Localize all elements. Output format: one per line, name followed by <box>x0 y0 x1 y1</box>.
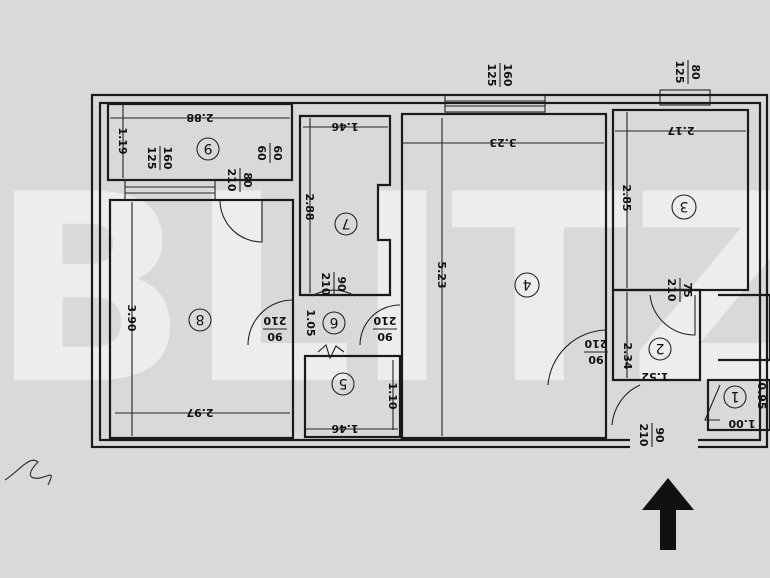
outer-walls <box>90 93 769 449</box>
room-numbers: 9 8 7 6 5 4 3 2 1 <box>188 137 747 409</box>
entrance-door-width: 90 <box>653 427 666 443</box>
dim-r5-width: 1.46 <box>331 422 358 435</box>
door-5-arc <box>359 304 401 346</box>
door-7-height: 210 <box>319 273 332 296</box>
dim-r1-width: 1.00 <box>728 417 755 430</box>
door-leaf <box>317 344 345 360</box>
window-4-width: 160 <box>501 64 514 87</box>
dimension-lines <box>110 104 746 436</box>
door-4-height: 210 <box>584 337 607 350</box>
window-9-height: 125 <box>145 147 158 170</box>
entrance-door-arc <box>611 384 641 426</box>
dim-r3-depth: 2.85 <box>620 184 633 211</box>
room-number-8: 8 <box>196 311 205 327</box>
door-9-height: 210 <box>225 169 238 192</box>
room-number-2: 2 <box>656 340 665 356</box>
door-5-width: 90 <box>377 330 393 343</box>
room-number-4: 4 <box>522 276 531 292</box>
room-number-5: 5 <box>339 375 348 391</box>
dim-r7-width: 1.46 <box>331 120 358 133</box>
door-8-width: 90 <box>267 330 283 343</box>
room-5 <box>303 354 402 439</box>
door-7-width: 90 <box>335 276 348 292</box>
room-8 <box>108 198 295 440</box>
door-5-height: 210 <box>373 314 396 327</box>
entrance-arrow-icon <box>642 478 694 550</box>
door-4-width: 90 <box>588 353 604 366</box>
window-3-height: 125 <box>673 61 686 84</box>
dim-r4-depth: 5.23 <box>435 261 448 288</box>
window-9b-height: 60 <box>255 145 268 161</box>
room-4 <box>400 112 608 440</box>
room-7 <box>298 114 392 297</box>
dimension-labels: 2.88 1.19 3.90 2.97 1.46 2.88 1.05 1.46 … <box>116 111 768 435</box>
door-3-height: 210 <box>665 279 678 302</box>
room-1 <box>706 378 770 432</box>
room-number-1: 1 <box>731 388 740 404</box>
dim-r9-width: 2.88 <box>186 111 213 124</box>
dim-r8-depth: 3.90 <box>125 304 138 331</box>
room-number-9: 9 <box>204 140 213 156</box>
door-8-arc <box>247 299 294 346</box>
window-4 <box>444 94 546 113</box>
door-3-arc <box>649 294 696 336</box>
signature <box>4 459 52 486</box>
door-4-arc <box>547 329 607 386</box>
dim-r5-depth: 1.10 <box>386 382 399 409</box>
room-number-3: 3 <box>680 198 689 214</box>
room-9 <box>106 102 294 243</box>
dim-r6-depth: 1.05 <box>304 309 317 336</box>
dim-r2-depth: 2.34 <box>621 342 634 369</box>
door-9-width: 80 <box>241 172 254 188</box>
room-2 <box>611 288 702 382</box>
window-4-height: 125 <box>485 64 498 87</box>
dim-r2-width: 1.52 <box>641 370 668 383</box>
room-number-6: 6 <box>329 314 338 330</box>
window-9b-width: 60 <box>271 145 284 161</box>
dim-r4-width: 3.23 <box>489 136 516 149</box>
entrance-door-height: 210 <box>637 424 650 447</box>
dim-r7-depth: 2.88 <box>303 193 316 220</box>
dim-r8-width: 2.97 <box>186 406 213 419</box>
door-8-height: 210 <box>263 314 286 327</box>
corridor <box>718 293 770 362</box>
window-3 <box>659 89 711 106</box>
dim-r3-width: 2.17 <box>667 124 694 137</box>
dim-r1-depth: 0.95 <box>755 382 768 409</box>
door-1-leaf <box>704 384 721 421</box>
window-9-width: 160 <box>161 147 174 170</box>
room-number-7: 7 <box>342 215 351 231</box>
dim-r9-depth: 1.19 <box>116 127 129 154</box>
window-3-width: 80 <box>689 64 702 80</box>
door-3-width: 75 <box>681 282 694 297</box>
